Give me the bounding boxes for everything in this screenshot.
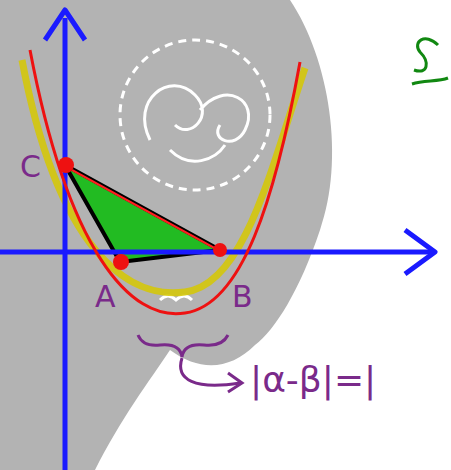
y-arrowhead (45, 10, 85, 40)
point-label: A (95, 282, 116, 312)
point (213, 243, 227, 257)
parabola (30, 50, 300, 314)
y-axis (63, 18, 68, 470)
ornament (160, 296, 192, 300)
ornament (145, 86, 249, 161)
partial-note (412, 39, 448, 84)
x-arrowhead (405, 230, 435, 274)
side-line (72, 170, 218, 250)
bracket (138, 335, 228, 357)
point-label: C (20, 152, 41, 182)
dashed-circle (120, 40, 270, 190)
triangle (65, 165, 220, 262)
callout-arrow (181, 358, 240, 385)
callout-arrowhead (228, 373, 242, 392)
point (113, 254, 129, 270)
point-label: B (232, 282, 253, 312)
point (58, 157, 74, 173)
equation-label: |α-β|=| (250, 362, 376, 398)
skull-background (0, 0, 332, 470)
